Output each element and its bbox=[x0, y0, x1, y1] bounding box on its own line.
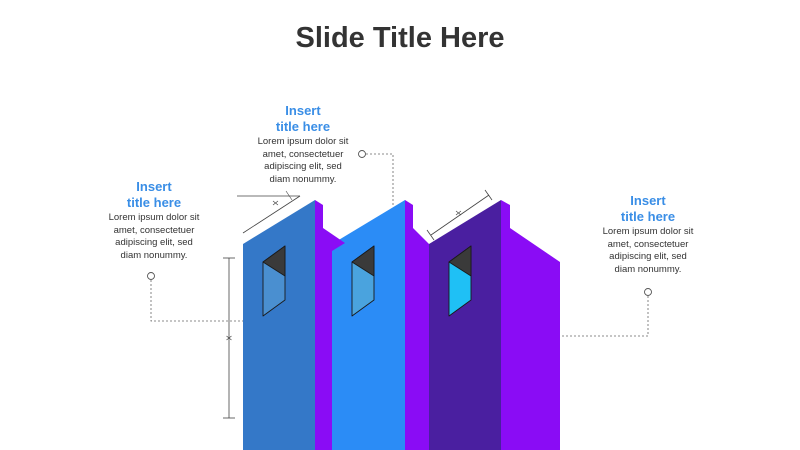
callout-left: Insert title here Lorem ipsum dolor sit … bbox=[96, 179, 212, 262]
building-left-side bbox=[315, 200, 345, 450]
leader-lines bbox=[150, 153, 649, 337]
callout-left-title: Insert title here bbox=[126, 179, 182, 210]
leader-node-center bbox=[358, 150, 366, 158]
building-left-front bbox=[243, 200, 315, 450]
slide-title: Slide Title Here bbox=[295, 22, 505, 54]
callout-right-body: Lorem ipsum dolor sit amet, consectetuer… bbox=[602, 226, 694, 275]
window-left bbox=[262, 245, 286, 317]
building-right-side bbox=[501, 200, 560, 450]
leader-node-right bbox=[644, 288, 652, 296]
measure-top-left bbox=[237, 190, 301, 234]
leader-node-left bbox=[147, 272, 155, 280]
building-middle-side bbox=[405, 200, 429, 450]
building-left bbox=[243, 200, 345, 450]
callout-center: Insert title here Lorem ipsum dolor sit … bbox=[244, 103, 362, 186]
callout-right-title: Insert title here bbox=[620, 193, 676, 224]
callout-center-body: Lorem ipsum dolor sit amet, consectetuer… bbox=[257, 136, 349, 185]
callout-left-body: Lorem ipsum dolor sit amet, consectetuer… bbox=[108, 212, 200, 261]
measure-top-right bbox=[426, 189, 493, 241]
window-middle bbox=[351, 245, 375, 317]
building-middle-front bbox=[332, 200, 405, 450]
building-right bbox=[429, 200, 560, 450]
measure-vertical bbox=[223, 257, 235, 419]
callout-right: Insert title here Lorem ipsum dolor sit … bbox=[590, 193, 706, 276]
building-right-front bbox=[429, 200, 501, 450]
leader-nodes bbox=[147, 150, 652, 296]
window-left-shade bbox=[262, 245, 286, 277]
window-right bbox=[448, 245, 472, 317]
leader-line-right bbox=[552, 296, 649, 337]
leader-line-left bbox=[150, 280, 250, 322]
window-middle-shade bbox=[351, 245, 375, 277]
window-right-shade bbox=[448, 245, 472, 277]
callout-center-title: Insert title here bbox=[275, 103, 331, 134]
leader-line-center bbox=[366, 153, 394, 205]
building-middle bbox=[332, 200, 429, 450]
